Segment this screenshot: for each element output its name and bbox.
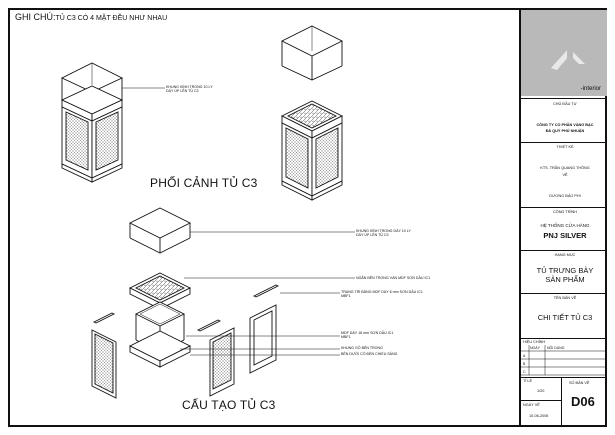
exploded-structure bbox=[91, 207, 280, 399]
drafter-name: DƯƠNG BẢO PHI bbox=[549, 194, 581, 198]
designer-name: KTS. TRẦN QUANG THÔNG bbox=[540, 166, 590, 170]
label-top-shelf: NGĂN BÊN TRONG VÁN MDF SƠN DẦU IC1 bbox=[356, 276, 431, 280]
note-prefix: GHI CHÚ: bbox=[15, 12, 56, 22]
sheet-name-label: TÊN BẢN VẼ bbox=[553, 296, 577, 300]
divider bbox=[521, 142, 607, 143]
owner-name-1: CÔNG TY CỔ PHẦN VÀNG BẠC bbox=[536, 123, 594, 127]
perspective-cabinet-right bbox=[280, 25, 344, 201]
revision-grid bbox=[521, 345, 607, 376]
label-line: TRANG TRÍ BẰNG MDF DÀY 6 mm SƠN DẦU IC1 bbox=[341, 290, 423, 294]
item-line-2: SẢN PHẨM bbox=[545, 275, 585, 284]
project-line-1: HỆ THỐNG CỬA HÀNG bbox=[540, 223, 590, 228]
rev-col-date: NGÀY bbox=[530, 346, 540, 350]
divider bbox=[521, 250, 607, 251]
draw-label: VẼ bbox=[562, 173, 568, 177]
perspective-title: PHỐI CẢNH TỦ C3 bbox=[150, 176, 258, 190]
general-note: GHI CHÚ:TỦ C3 CÓ 4 MẶT ĐỀU NHƯ NHAU bbox=[15, 12, 167, 22]
sheet-no-label: SỐ BẢN VẼ bbox=[569, 381, 590, 385]
divider bbox=[521, 377, 607, 378]
rev-row-c: C bbox=[523, 370, 526, 374]
project-line-2: PNJ SILVER bbox=[543, 231, 587, 240]
scale-label: TỈ LỆ bbox=[523, 379, 533, 383]
sheet-name: CHI TIẾT TỦ C3 bbox=[537, 313, 593, 322]
rev-row-a: A bbox=[523, 354, 526, 358]
project-label: CÔNG TRÌNH bbox=[553, 210, 577, 214]
logo-text: -interior bbox=[580, 86, 601, 92]
label-base-board: MDF DÀY 18 mm SƠN DẦU IC1 MBF1 bbox=[341, 331, 393, 339]
divider bbox=[521, 338, 607, 339]
note-text: TỦ C3 CÓ 4 MẶT ĐỀU NHƯ NHAU bbox=[55, 15, 168, 22]
label-bottom-light: BÊN DƯỚI CÓ ĐÈN CHIẾU SÁNG bbox=[341, 352, 398, 356]
date-label: NGÀY VẼ bbox=[523, 403, 540, 407]
divider bbox=[521, 98, 607, 99]
label-line: MDF DÀY 18 mm SƠN DẦU IC1 bbox=[341, 331, 394, 335]
logo-panel: -interior bbox=[521, 10, 607, 96]
divider bbox=[521, 400, 561, 401]
label-inner-frame: KHUNG GỖ BÊN TRONG bbox=[341, 346, 383, 350]
scale-value: 1/20 bbox=[537, 389, 545, 393]
logo-icon bbox=[551, 40, 585, 70]
label-line: KHUNG KÍNH TRONG DÀY 10 LY bbox=[356, 229, 411, 233]
divider bbox=[521, 293, 607, 294]
owner-name-2: ĐÁ QUÝ PHÚ NHUẬN bbox=[545, 129, 585, 133]
label-line: MBF1 bbox=[341, 335, 351, 340]
revision-label: HIỆU CHỈNH bbox=[523, 340, 546, 344]
title-block: -interior CHỦ ĐẦU TƯ CÔNG TY CỔ PHẦN VÀN… bbox=[519, 8, 607, 427]
item-line-1: TỦ TRƯNG BÀY bbox=[536, 266, 594, 275]
divider bbox=[521, 207, 607, 208]
structure-title: CẤU TẠO TỦ C3 bbox=[182, 398, 276, 412]
label-side-trim: TRANG TRÍ BẰNG MDF DÀY 6 mm SƠN DẦU IC1 … bbox=[341, 290, 423, 298]
design-label: THIẾT KẾ bbox=[556, 145, 574, 149]
label-line: DÁY ÚP LÊN TỦ C3 bbox=[166, 89, 199, 94]
rev-row-b: B bbox=[523, 362, 526, 366]
sheet-no: D06 bbox=[571, 394, 595, 409]
label-line: KHUNG KÍNH TRONG 10 LY bbox=[166, 85, 213, 89]
label-line: MBF1 bbox=[341, 294, 351, 299]
item-label: HẠNG MỤC bbox=[554, 253, 576, 257]
date-value: 10-06-2005 bbox=[529, 414, 549, 418]
divider-vertical bbox=[561, 377, 562, 425]
label-glass-perspective: KHUNG KÍNH TRONG 10 LY DÁY ÚP LÊN TỦ C3 bbox=[166, 85, 213, 93]
drawing-frame bbox=[8, 8, 607, 427]
perspective-cabinet-left bbox=[60, 62, 124, 183]
leader-lines bbox=[180, 231, 355, 356]
rev-col-content: NỘI DUNG bbox=[547, 346, 565, 350]
owner-label: CHỦ ĐẦU TƯ bbox=[553, 102, 577, 106]
label-line: DÁY ÚP LÊN TỦ C3 bbox=[356, 233, 389, 238]
label-glass-frame: KHUNG KÍNH TRONG DÀY 10 LY DÁY ÚP LÊN TỦ… bbox=[356, 229, 411, 237]
